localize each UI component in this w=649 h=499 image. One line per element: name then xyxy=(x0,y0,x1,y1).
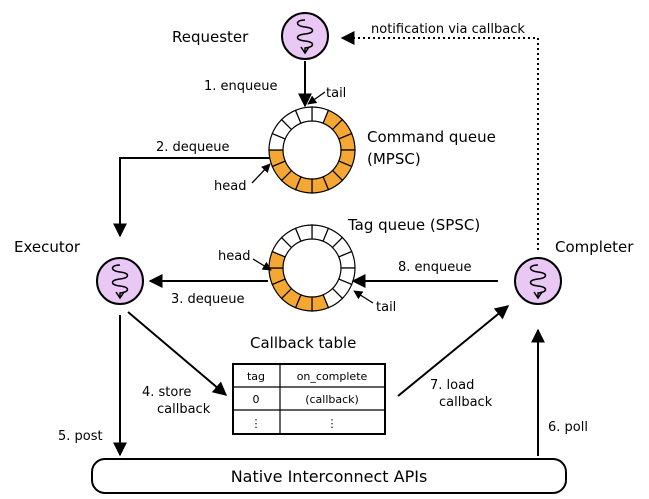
notification-label: notification via callback xyxy=(371,22,525,37)
table-cell-tag: 0 xyxy=(253,393,260,406)
callback-table-title: Callback table xyxy=(250,334,356,352)
dequeue-tag-label: 3. dequeue xyxy=(171,292,245,307)
store-callback-arrow xyxy=(127,311,228,396)
tag-queue-head-label: head xyxy=(218,249,250,264)
enqueue-command-label: 1. enqueue xyxy=(204,79,278,94)
command-head-pointer xyxy=(251,163,271,184)
completer-label: Completer xyxy=(555,238,634,256)
requester-thread-icon xyxy=(281,12,329,60)
command-queue-tail-label: tail xyxy=(326,86,346,101)
store-callback-label-2: callback xyxy=(157,402,211,417)
store-callback-label-1: 4. store xyxy=(142,385,191,400)
completer-thread-icon xyxy=(514,257,562,305)
command-queue-head-label: head xyxy=(214,179,246,194)
tag-queue-tail-label: tail xyxy=(376,300,396,315)
queue-slot xyxy=(294,224,313,242)
executor-thread-icon xyxy=(96,257,144,305)
requester-label: Requester xyxy=(172,28,249,46)
table-ellipsis-tag: ⋮ xyxy=(251,417,262,430)
tag-queue-ring xyxy=(268,224,356,312)
dequeue-command-label: 2. dequeue xyxy=(156,140,230,155)
table-header-on-complete: on_complete xyxy=(297,370,368,383)
load-callback-label-1: 7. load xyxy=(430,378,474,393)
poll-label: 6. poll xyxy=(548,420,588,435)
notification-arrow xyxy=(340,31,539,250)
native-interconnect-label: Native Interconnect APIs xyxy=(231,467,428,486)
tag-tail-pointer xyxy=(353,290,374,304)
executor-label: Executor xyxy=(14,238,81,256)
table-cell-callback: (callback) xyxy=(305,393,359,406)
queue-slot xyxy=(294,106,313,124)
table-ellipsis-callback: ⋮ xyxy=(327,417,338,430)
command-queue-subtitle: (MPSC) xyxy=(367,150,421,168)
command-tail-pointer xyxy=(307,91,326,105)
post-label: 5. post xyxy=(58,429,103,444)
tag-queue-title: Tag queue (SPSC) xyxy=(347,216,480,234)
tag-head-pointer xyxy=(252,258,272,271)
command-queue-title: Command queue xyxy=(367,128,496,146)
table-header-tag: tag xyxy=(247,370,265,383)
dequeue-command-arrow xyxy=(113,157,270,238)
load-callback-label-2: callback xyxy=(439,395,493,410)
load-callback-arrow xyxy=(397,305,510,397)
native-interconnect-bar xyxy=(91,458,567,494)
command-queue-ring xyxy=(268,106,356,194)
callback-table xyxy=(232,363,386,435)
enqueue-tag-label: 8. enqueue xyxy=(398,260,472,275)
